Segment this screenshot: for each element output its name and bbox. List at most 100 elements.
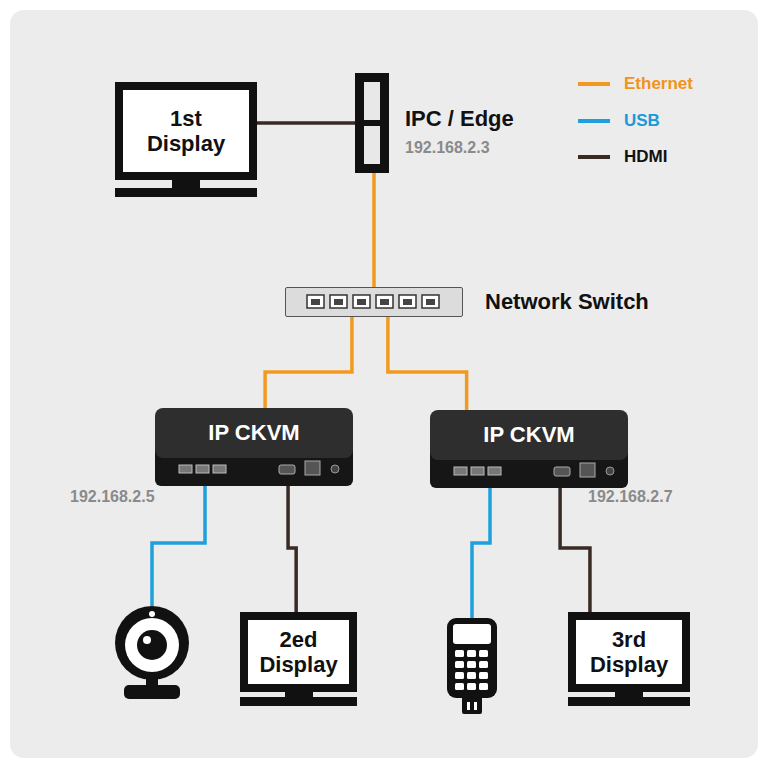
usb-port: [213, 465, 226, 473]
usb-port: [454, 467, 467, 475]
switch-port: [307, 295, 324, 308]
switch-port: [399, 295, 416, 308]
usb-wires: [152, 486, 490, 618]
switch-port: [422, 295, 439, 308]
display-label: 1st Display: [147, 106, 225, 157]
ethernet-cable: [265, 317, 352, 408]
reader-key: [467, 672, 476, 679]
legend-line: [578, 155, 610, 159]
display-label: 3rd Display: [590, 627, 668, 678]
port-frame: [330, 295, 347, 308]
display-box: 3rd Display: [568, 612, 690, 692]
ckvm-top: [155, 408, 353, 458]
legend-line: [578, 82, 610, 86]
legend-label: HDMI: [624, 147, 667, 167]
ckvm-box: IP CKVM192.168.2.7: [430, 410, 628, 488]
port-frame: [376, 295, 393, 308]
reader-body: [447, 618, 497, 698]
port-frame: [353, 295, 370, 308]
ip-address: 192.168.2.3: [405, 139, 490, 157]
reader-key: [467, 650, 476, 657]
port-frame: [399, 295, 416, 308]
ckvm-shape: [155, 408, 353, 486]
reader-key: [479, 650, 488, 657]
legend-label: USB: [624, 111, 660, 131]
display-label: 2ed Display: [259, 627, 337, 678]
usb-wire: [472, 488, 490, 618]
ckvm-box: IP CKVM192.168.2.5: [155, 408, 353, 486]
port-jack: [357, 299, 366, 305]
legend-item: USB: [578, 110, 660, 132]
reader-key: [479, 661, 488, 668]
ethernet-cable: [388, 317, 467, 410]
reader-plug-slot: [467, 702, 470, 710]
monitor-neck: [172, 180, 200, 188]
reader-plug-slot: [474, 702, 477, 710]
port-jack: [403, 299, 412, 305]
usb-port: [488, 467, 501, 475]
reader-plug: [462, 696, 482, 714]
ip-address: 192.168.2.7: [588, 488, 673, 506]
device-label: IPC / Edge: [405, 106, 514, 132]
reader-key: [455, 661, 464, 668]
reader-key: [455, 672, 464, 679]
port-frame: [307, 295, 324, 308]
switch-shape: [286, 288, 461, 315]
hdmi-port: [554, 467, 570, 476]
hdmi-cable: [288, 486, 296, 612]
port-jack: [311, 299, 320, 305]
webcam-body: [115, 606, 189, 680]
reader-key: [455, 650, 464, 657]
usb-port: [179, 465, 192, 473]
display-box: 1st Display: [115, 82, 257, 180]
rj45-port: [580, 463, 595, 477]
legend-line: [578, 119, 610, 123]
reader-key: [455, 683, 464, 690]
power-jack: [606, 467, 614, 475]
ethernet-cable: [372, 173, 376, 287]
ip-address: 192.168.2.5: [70, 488, 155, 506]
port-jack: [380, 299, 389, 305]
port-jack: [334, 299, 343, 305]
port-jack: [426, 299, 435, 305]
network-switch: Network Switch: [285, 287, 463, 317]
legend-item: HDMI: [578, 146, 667, 168]
legend-item: Ethernet: [578, 73, 693, 95]
ckvm-shape: [430, 410, 628, 488]
display-box: 2ed Display: [240, 612, 357, 692]
monitor-stands: [115, 180, 690, 706]
tower-bay: [364, 126, 380, 164]
tower-shape: [358, 76, 386, 170]
webcam-led: [149, 611, 155, 617]
background-panel: [10, 10, 758, 758]
ipc-tower: IPC / Edge192.168.2.3: [355, 73, 389, 173]
device-label: IP CKVM: [430, 422, 628, 448]
webcam-glint: [143, 636, 151, 644]
reader-keypad: [455, 650, 488, 690]
switch-port: [353, 295, 370, 308]
switch-port: [376, 295, 393, 308]
hdmi-port: [279, 465, 295, 474]
reader-key: [479, 672, 488, 679]
reader-screen: [453, 624, 491, 644]
usb-port: [471, 467, 484, 475]
power-jack: [331, 465, 339, 473]
webcam-ring: [125, 618, 179, 672]
reader-key: [467, 683, 476, 690]
device-label: Network Switch: [485, 289, 649, 315]
monitor-base: [568, 697, 690, 706]
reader-key: [479, 683, 488, 690]
webcam-base: [124, 685, 180, 699]
ckvm-top: [430, 410, 628, 460]
reader-key: [467, 661, 476, 668]
port-frame: [422, 295, 439, 308]
tower-bay: [364, 82, 380, 120]
usb-port: [196, 465, 209, 473]
legend-label: Ethernet: [624, 74, 693, 94]
hdmi-cable: [257, 121, 355, 125]
usb-wire: [152, 486, 205, 606]
rj45-port: [305, 461, 320, 475]
webcam-icon: [115, 606, 189, 699]
monitor-base: [115, 188, 257, 197]
